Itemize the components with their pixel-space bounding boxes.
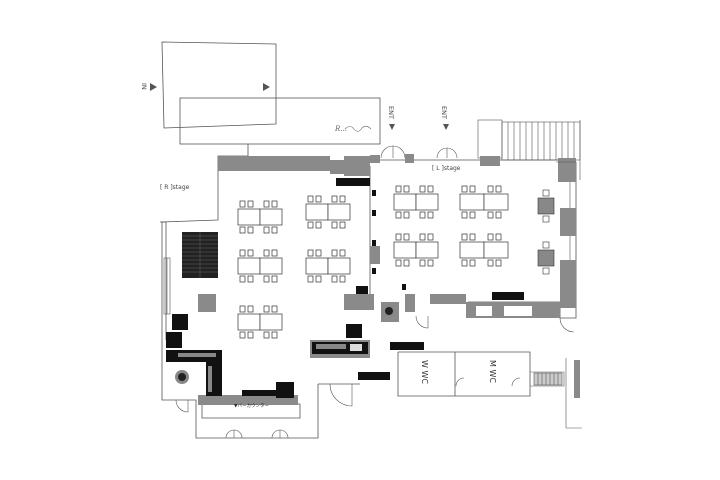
- table-group: [393, 185, 439, 219]
- table-group: [393, 233, 439, 267]
- staircase: [477, 119, 581, 180]
- wall-window: [504, 306, 532, 316]
- table-group: [459, 233, 509, 267]
- table-group: [237, 200, 283, 234]
- signature-scribble: [344, 125, 372, 132]
- women-wc-label: W WC: [420, 360, 429, 384]
- table-group: [459, 185, 509, 219]
- signature-mark: R...: [334, 125, 347, 133]
- left-window: [163, 257, 171, 315]
- counter-center: [310, 340, 370, 358]
- in-label: IN: [140, 83, 148, 90]
- men-wc-label: M WC: [488, 360, 497, 383]
- ent-label-2: ENT: [440, 106, 448, 119]
- dining-tables: [237, 185, 509, 339]
- ent-arrow-icon-2: [443, 124, 449, 130]
- ent-arrow-icon-1: [389, 124, 395, 130]
- side-tables: [537, 189, 555, 275]
- table-group: [305, 195, 351, 229]
- counter-left: [166, 350, 222, 396]
- bar-counter-label: ▼バーカウンター: [234, 402, 269, 409]
- black-fixtures: [166, 178, 524, 398]
- corridor: [530, 358, 582, 429]
- l-stage-label: [ L ]stage: [432, 165, 461, 172]
- wall-window: [476, 306, 492, 316]
- entrance-doors: [380, 145, 458, 159]
- speaker-grid: [182, 232, 218, 278]
- r-stage-label: [ R ]stage: [160, 184, 190, 191]
- table-group: [305, 249, 351, 283]
- table-group: [237, 249, 283, 283]
- annex-rooms: [161, 41, 381, 145]
- wall-blocks: [198, 154, 576, 405]
- right-wall-segments: [556, 161, 576, 260]
- table-group: [237, 305, 283, 339]
- arrow-icon: [150, 83, 270, 91]
- interior-doors: [175, 315, 575, 439]
- round-pillars: [175, 304, 396, 384]
- ent-label-1: ENT: [387, 106, 395, 119]
